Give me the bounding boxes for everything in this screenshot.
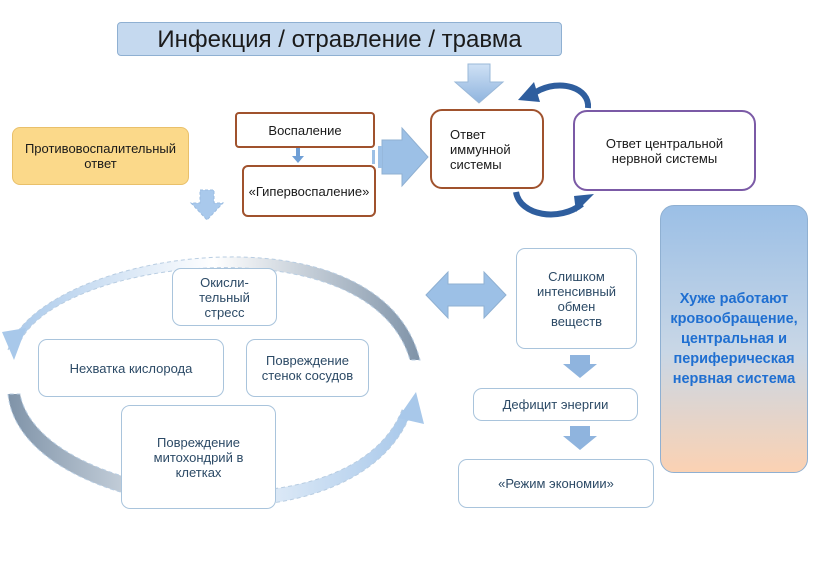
to-immune-arrow <box>381 126 429 188</box>
cycle-top-arc <box>7 256 421 361</box>
anti-inflammatory-label: Противовоспалительный ответ <box>24 141 177 171</box>
immune-response-box: Ответ иммунной системы <box>430 109 544 189</box>
outcome-label: Хуже работают кровообращение, центральна… <box>670 291 798 387</box>
hyperinflammation-box: «Гипервоспаление» <box>242 165 376 217</box>
vessel-damage-box: Повреждение стенок сосудов <box>246 339 369 397</box>
page-title: Инфекция / отравление / травма <box>117 22 562 56</box>
energy-deficit-box: Дефицит энергии <box>473 388 638 421</box>
page-title-text: Инфекция / отравление / травма <box>157 25 522 53</box>
oxygen-shortage-label: Нехватка кислорода <box>69 360 193 376</box>
energy-deficit-label: Дефицит энергии <box>502 397 609 412</box>
mitochondria-damage-label: Повреждение митохондрий в клетках <box>153 434 244 480</box>
metabolism-box: Слишком интенсивный обмен веществ <box>516 248 637 349</box>
inflammation-to-hyper-arrow <box>292 148 304 163</box>
metabolism-label: Слишком интенсивный обмен веществ <box>536 268 617 329</box>
immune-response-label: Ответ иммунной системы <box>450 126 511 172</box>
metabolism-down-arrow <box>563 355 597 378</box>
immune-to-cns-arrow <box>513 191 584 218</box>
cns-response-box: Ответ центральной нервной системы <box>573 110 756 191</box>
hyperinflammation-label: «Гипервоспаление» <box>248 183 370 199</box>
economy-mode-label: «Режим экономии» <box>498 476 614 491</box>
inflammation-label: Воспаление <box>268 122 342 138</box>
inflammation-box: Воспаление <box>235 112 375 148</box>
outcome-box: Хуже работают кровообращение, центральна… <box>660 205 808 473</box>
oxidative-stress-label: Окисли-тельный стресс <box>199 274 250 320</box>
oxygen-shortage-box: Нехватка кислорода <box>38 339 224 397</box>
title-down-arrow <box>453 63 505 104</box>
mitochondria-damage-box: Повреждение митохондрий в клетках <box>121 405 276 509</box>
cns-to-immune-arrow <box>534 82 591 109</box>
oxidative-stress-box: Окисли-тельный стресс <box>172 268 277 326</box>
vessel-damage-label: Повреждение стенок сосудов <box>261 353 354 383</box>
cycle-bottom-arc <box>7 393 413 507</box>
energy-down-arrow <box>563 426 597 450</box>
double-arrow <box>425 270 507 320</box>
cns-response-label: Ответ центральной нервной системы <box>605 135 724 166</box>
anti-down-arrow <box>189 189 225 221</box>
anti-inflammatory-box: Противовоспалительный ответ <box>12 127 189 185</box>
economy-mode-box: «Режим экономии» <box>458 459 654 508</box>
